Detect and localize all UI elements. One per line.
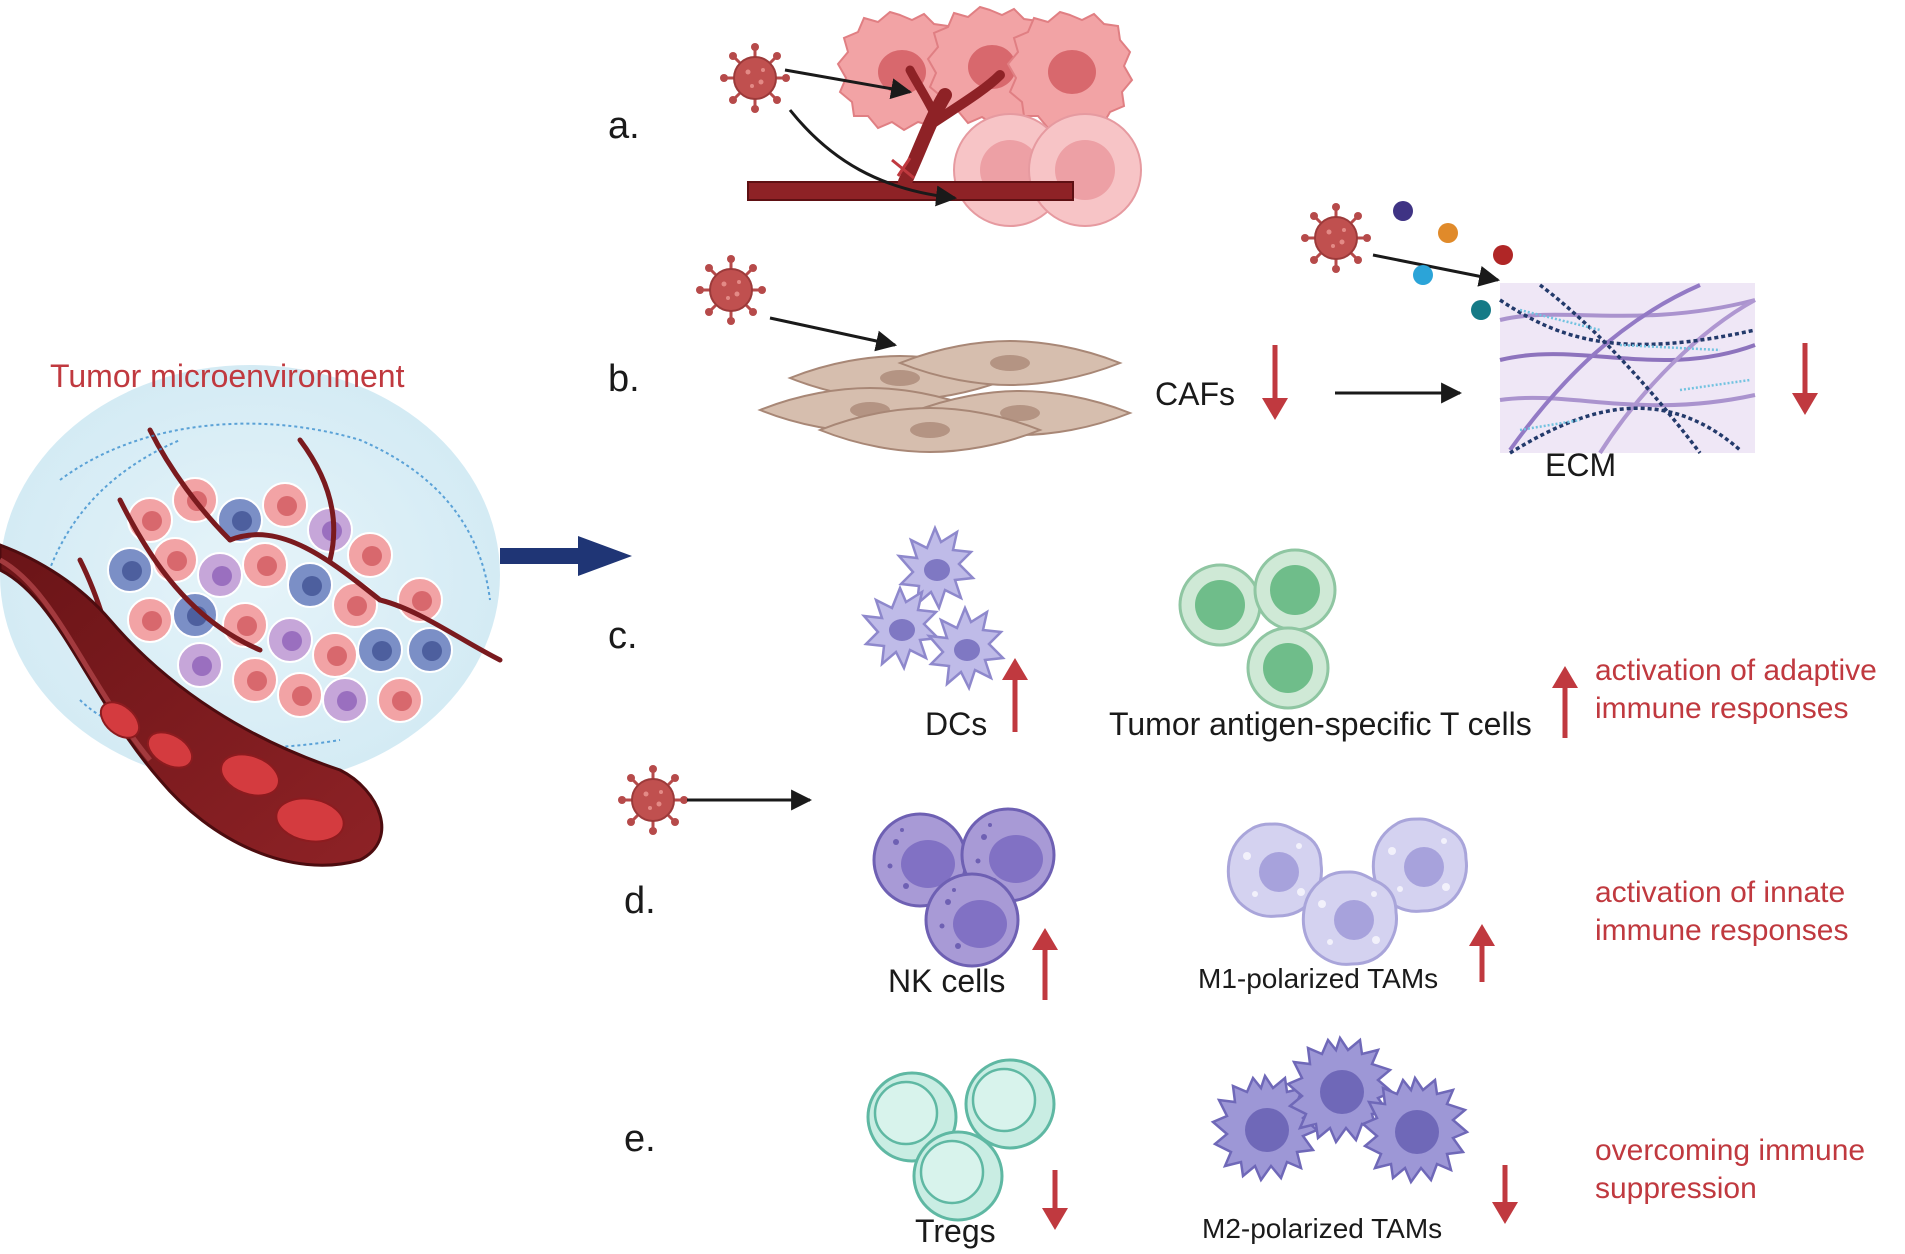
up-arrow-icon bbox=[1002, 658, 1028, 732]
t-cell-icon bbox=[1178, 563, 1262, 647]
main-flow-arrow bbox=[500, 536, 632, 576]
t-cell-icon bbox=[1253, 548, 1337, 632]
m2-label: M2-polarized TAMs bbox=[1202, 1213, 1443, 1244]
cell-nucleus bbox=[142, 611, 162, 631]
row-c-letter: c. bbox=[608, 615, 638, 657]
down-arrow-icon bbox=[1492, 1165, 1518, 1224]
cell-nucleus bbox=[212, 566, 232, 586]
outcome-suppression-line-1: overcoming immune bbox=[1595, 1134, 1866, 1167]
row-b-letter: b. bbox=[608, 358, 640, 400]
tumor-microenvironment-illustration bbox=[0, 365, 503, 867]
cell-nucleus bbox=[237, 616, 257, 636]
outcome-innate-line-2: immune responses bbox=[1595, 914, 1849, 947]
cell-nucleus bbox=[337, 691, 357, 711]
row-e-letter: e. bbox=[624, 1118, 656, 1160]
cell-nucleus bbox=[232, 511, 252, 531]
row-d-letter: d. bbox=[624, 880, 656, 922]
outcome-innate-line-1: activation of innate bbox=[1595, 876, 1846, 909]
treg-icon bbox=[964, 1058, 1056, 1150]
cell-nucleus bbox=[422, 641, 442, 661]
row-cde-virus bbox=[616, 763, 813, 837]
down-arrow-icon bbox=[1262, 345, 1288, 420]
virus-icon bbox=[694, 253, 768, 327]
down-arrow-icon bbox=[1792, 343, 1818, 415]
ecm-label: ECM bbox=[1545, 447, 1617, 483]
cell-nucleus bbox=[362, 546, 382, 566]
macrophage-icon bbox=[1301, 870, 1399, 966]
cell-nucleus bbox=[282, 631, 302, 651]
treg-icon bbox=[912, 1130, 1004, 1222]
cell-nucleus bbox=[327, 646, 347, 666]
nk-cell-icon bbox=[924, 872, 1020, 968]
virus-icon bbox=[616, 763, 690, 837]
row-d-artwork bbox=[872, 807, 1495, 1000]
cell-nucleus bbox=[192, 656, 212, 676]
tregs-label: Tregs bbox=[915, 1213, 996, 1249]
cell-nucleus bbox=[302, 576, 322, 596]
cell-nucleus bbox=[277, 496, 297, 516]
dendritic-cell-icon bbox=[897, 526, 975, 610]
row-b-artwork bbox=[694, 201, 1818, 455]
cell-nucleus bbox=[122, 561, 142, 581]
tme-title: Tumor microenvironment bbox=[50, 358, 405, 394]
cell-nucleus bbox=[392, 691, 412, 711]
dcs-label: DCs bbox=[925, 706, 988, 742]
outcome-suppression-line-2: suppression bbox=[1595, 1172, 1757, 1205]
cell-nucleus bbox=[372, 641, 392, 661]
up-arrow-icon bbox=[1469, 924, 1495, 982]
row-e-artwork bbox=[866, 1036, 1518, 1230]
row-c-artwork bbox=[862, 526, 1578, 738]
dendritic-cell-icon bbox=[862, 586, 940, 670]
cell-nucleus bbox=[412, 591, 432, 611]
virus-icon bbox=[718, 41, 792, 115]
dendritic-cell-icon bbox=[927, 606, 1005, 690]
cell-nucleus bbox=[142, 511, 162, 531]
t-cell-icon bbox=[1246, 626, 1330, 710]
cell-nucleus bbox=[257, 556, 277, 576]
cell-nucleus bbox=[167, 551, 187, 571]
cell-nucleus bbox=[347, 596, 367, 616]
row-a-letter: a. bbox=[608, 105, 640, 147]
up-arrow-icon bbox=[1552, 666, 1578, 738]
tcells-label: Tumor antigen-specific T cells bbox=[1109, 706, 1532, 742]
nk-label: NK cells bbox=[888, 963, 1006, 999]
down-arrow-icon bbox=[1042, 1170, 1068, 1230]
row-a-artwork bbox=[718, 6, 1142, 227]
cafs-label: CAFs bbox=[1155, 376, 1235, 412]
outcome-adaptive-line-1: activation of adaptive bbox=[1595, 654, 1877, 687]
cell-nucleus bbox=[247, 671, 267, 691]
m1-label: M1-polarized TAMs bbox=[1198, 963, 1439, 994]
cell-nucleus bbox=[292, 686, 312, 706]
up-arrow-icon bbox=[1032, 928, 1058, 1000]
virus-icon bbox=[1299, 201, 1373, 275]
outcome-adaptive-line-2: immune responses bbox=[1595, 692, 1849, 725]
